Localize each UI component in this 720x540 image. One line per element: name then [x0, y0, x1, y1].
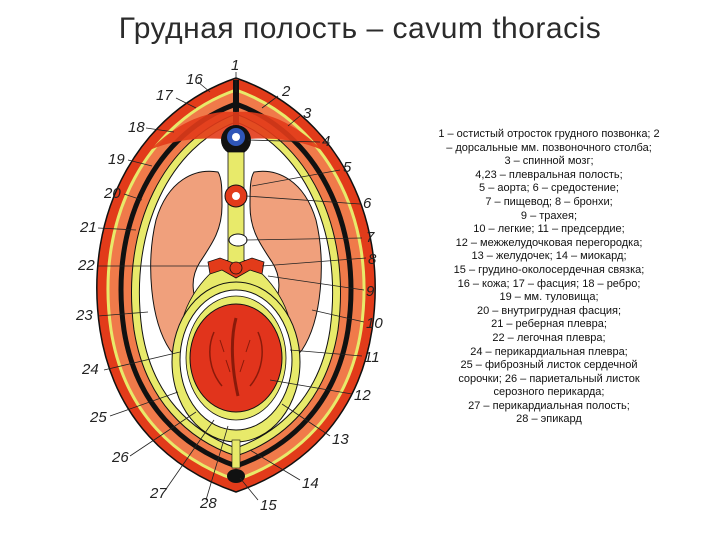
label-8: 8 [368, 251, 377, 268]
label-20: 20 [103, 185, 121, 202]
legend-item: 4,23 – плевральная полость; [475, 168, 623, 181]
legend-item: 12 – межжелудочковая перегородка; [455, 236, 643, 249]
legend-item: 9 – трахея; [520, 209, 578, 222]
label-17: 17 [156, 87, 173, 104]
label-18: 18 [128, 119, 145, 136]
label-6: 6 [363, 195, 372, 212]
label-27: 27 [149, 485, 167, 502]
label-5: 5 [343, 159, 352, 176]
label-28: 28 [199, 495, 217, 512]
page-title: Грудная полость – cavum thoracis [118, 12, 602, 45]
legend-item: 5 – аорта; 6 – средостение; [479, 182, 619, 195]
label-22: 22 [77, 257, 95, 274]
legend-item: 24 – перикардиальная плевра; [470, 345, 628, 358]
label-25: 25 [89, 409, 107, 426]
label-2: 2 [281, 83, 291, 100]
sternum [227, 469, 245, 483]
heart [189, 303, 283, 413]
legend-item: 15 – грудино-околосердечная связка; [453, 263, 645, 276]
label-12: 12 [354, 387, 371, 404]
label-7: 7 [366, 229, 375, 246]
legend-item: 25 – фиброзный листок сердечной сорочки;… [458, 359, 640, 399]
label-9: 9 [366, 283, 375, 300]
label-23: 23 [75, 307, 93, 324]
label-4: 4 [322, 133, 330, 150]
label-26: 26 [111, 449, 129, 466]
label-24: 24 [81, 361, 99, 378]
number-labels: 1 2 3 4 5 6 7 8 9 10 11 12 13 14 15 16 1… [75, 57, 383, 514]
legend-item: 21 – реберная плевра; [491, 318, 607, 331]
legend-item: 28 – эпикард [516, 413, 582, 426]
label-11: 11 [364, 349, 380, 366]
trachea [229, 261, 243, 275]
legend-item: 16 – кожа; 17 – фасция; 18 – ребро; [457, 277, 641, 290]
label-19: 19 [108, 151, 125, 168]
legend-item: 19 – мм. туловища; [499, 291, 599, 304]
label-14: 14 [302, 475, 319, 492]
legend-item: 3 – спинной мозг; [504, 155, 594, 168]
label-13: 13 [332, 431, 349, 448]
label-15: 15 [260, 497, 277, 514]
label-1: 1 [231, 57, 239, 74]
sternopericardial-ligament [231, 439, 241, 469]
legend-item: 22 – легочная плевра; [492, 331, 606, 344]
label-21: 21 [79, 219, 97, 236]
legend-item: 7 – пищевод; 8 – бронхи; [485, 195, 613, 208]
legend-item: 1 – остистый отросток грудного позвонка;… [438, 128, 660, 154]
interventricular-septum [230, 317, 240, 397]
legend-item: 10 – легкие; 11 – предсердие; [473, 223, 625, 236]
legend-item: 20 – внутригрудная фасция; [476, 304, 622, 317]
esophagus [228, 233, 248, 247]
label-16: 16 [186, 71, 203, 88]
label-3: 3 [303, 105, 312, 122]
legend-item: 27 – перикардиальная полость; [468, 399, 630, 412]
legend-item: 13 – желудочек; 14 – миокард; [471, 250, 627, 263]
legend: 1 – остистый отросток грудного позвонка;… [438, 128, 660, 427]
label-10: 10 [366, 315, 383, 332]
